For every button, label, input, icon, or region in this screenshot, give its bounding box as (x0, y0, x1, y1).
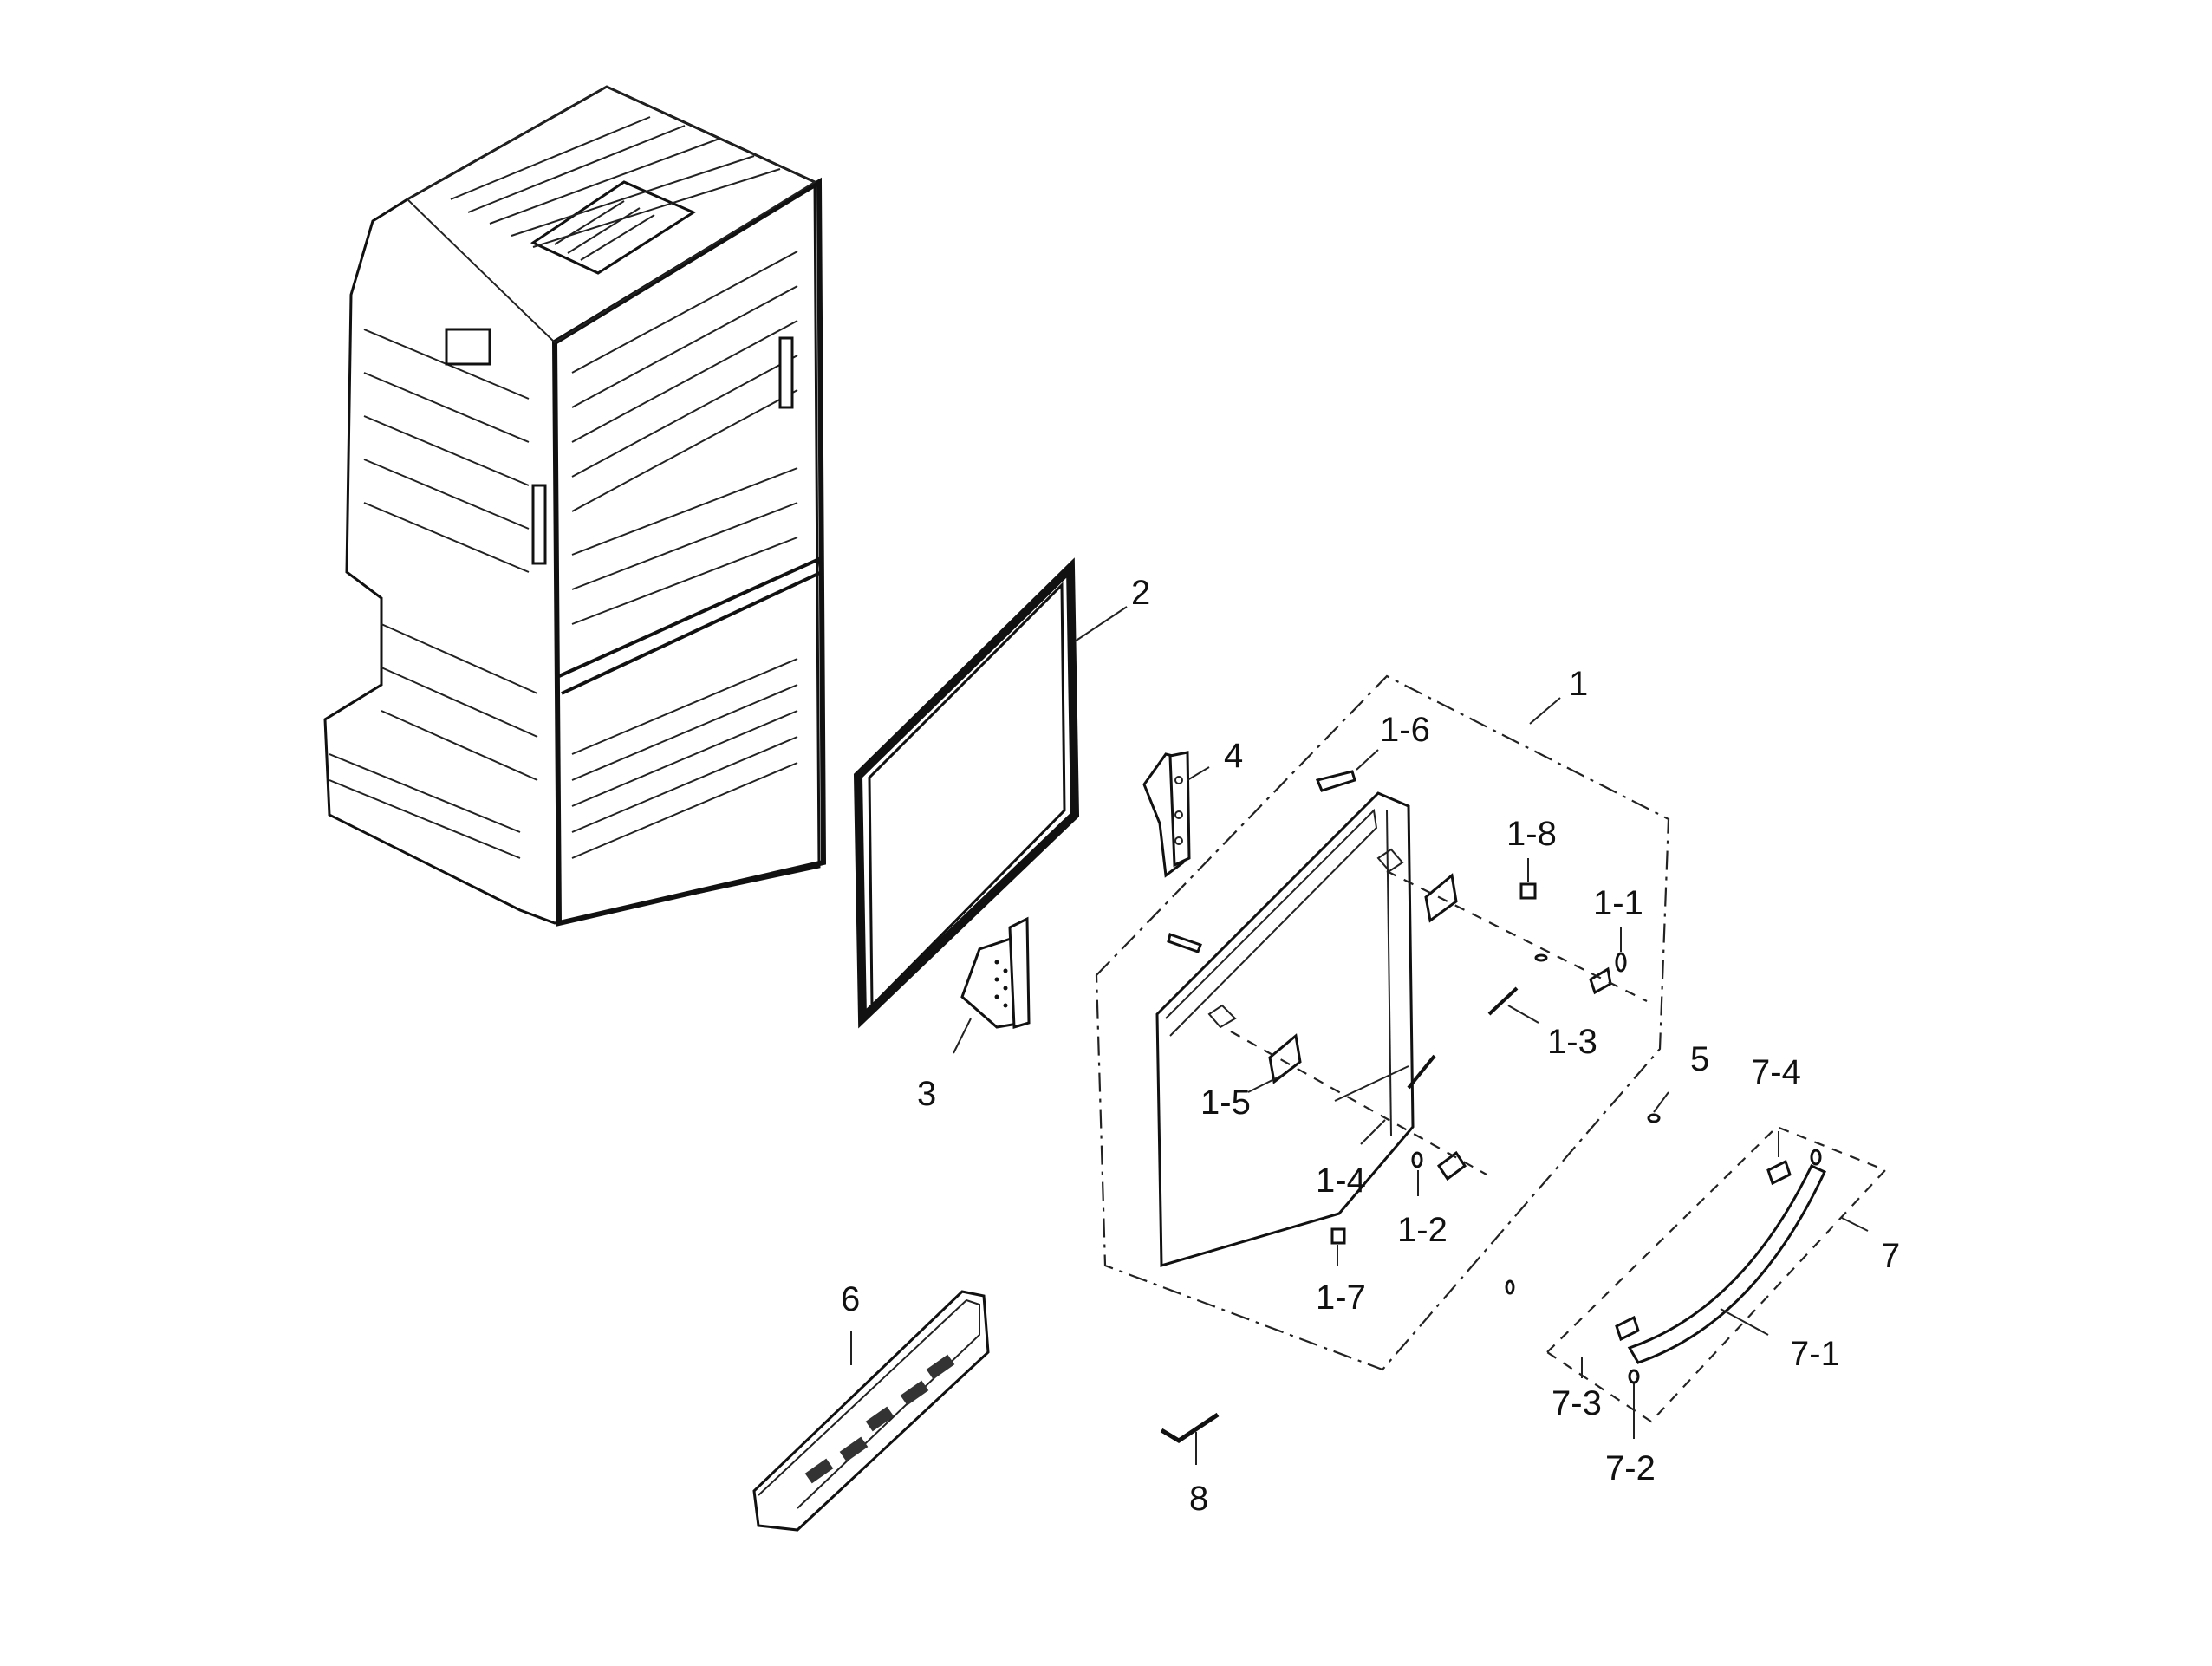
refrigerator-cabinet (323, 85, 827, 927)
label-1: 1 (1569, 665, 1588, 703)
label-1-8: 1-8 (1506, 815, 1557, 853)
label-1-4: 1-4 (1316, 1162, 1366, 1200)
label-1-3: 1-3 (1547, 1023, 1597, 1061)
label-7: 7 (1881, 1237, 1900, 1275)
label-2: 2 (1131, 574, 1150, 612)
label-1-6: 1-6 (1380, 711, 1430, 749)
label-5: 5 (1690, 1040, 1709, 1078)
door-assembly-1 (1095, 674, 1670, 1371)
basket-6 (752, 1290, 990, 1532)
label-1-2: 1-2 (1397, 1211, 1448, 1249)
label-7-1: 7-1 (1790, 1335, 1840, 1373)
label-7-3: 7-3 (1552, 1384, 1602, 1422)
label-6: 6 (841, 1280, 860, 1318)
label-8: 8 (1189, 1480, 1208, 1518)
part-labels: 2 1 1-6 4 1-8 1-1 1-3 3 5 7-4 1-5 1-4 1-… (841, 574, 1900, 1518)
label-1-1: 1-1 (1593, 884, 1643, 922)
label-7-4: 7-4 (1751, 1053, 1801, 1091)
screw-5 (1647, 1113, 1661, 1123)
hinge-bracket-4 (1142, 751, 1191, 878)
handle-assembly-7 (1545, 1125, 1887, 1423)
rod-8 (1160, 1412, 1220, 1443)
door-gasket (853, 557, 1080, 1029)
label-1-5: 1-5 (1200, 1084, 1251, 1122)
bracket-3 (960, 916, 1031, 1029)
label-1-7: 1-7 (1316, 1279, 1366, 1317)
label-3: 3 (917, 1075, 936, 1113)
label-7-2: 7-2 (1605, 1449, 1656, 1487)
label-4: 4 (1224, 737, 1243, 775)
leader-lines (850, 606, 1869, 1465)
